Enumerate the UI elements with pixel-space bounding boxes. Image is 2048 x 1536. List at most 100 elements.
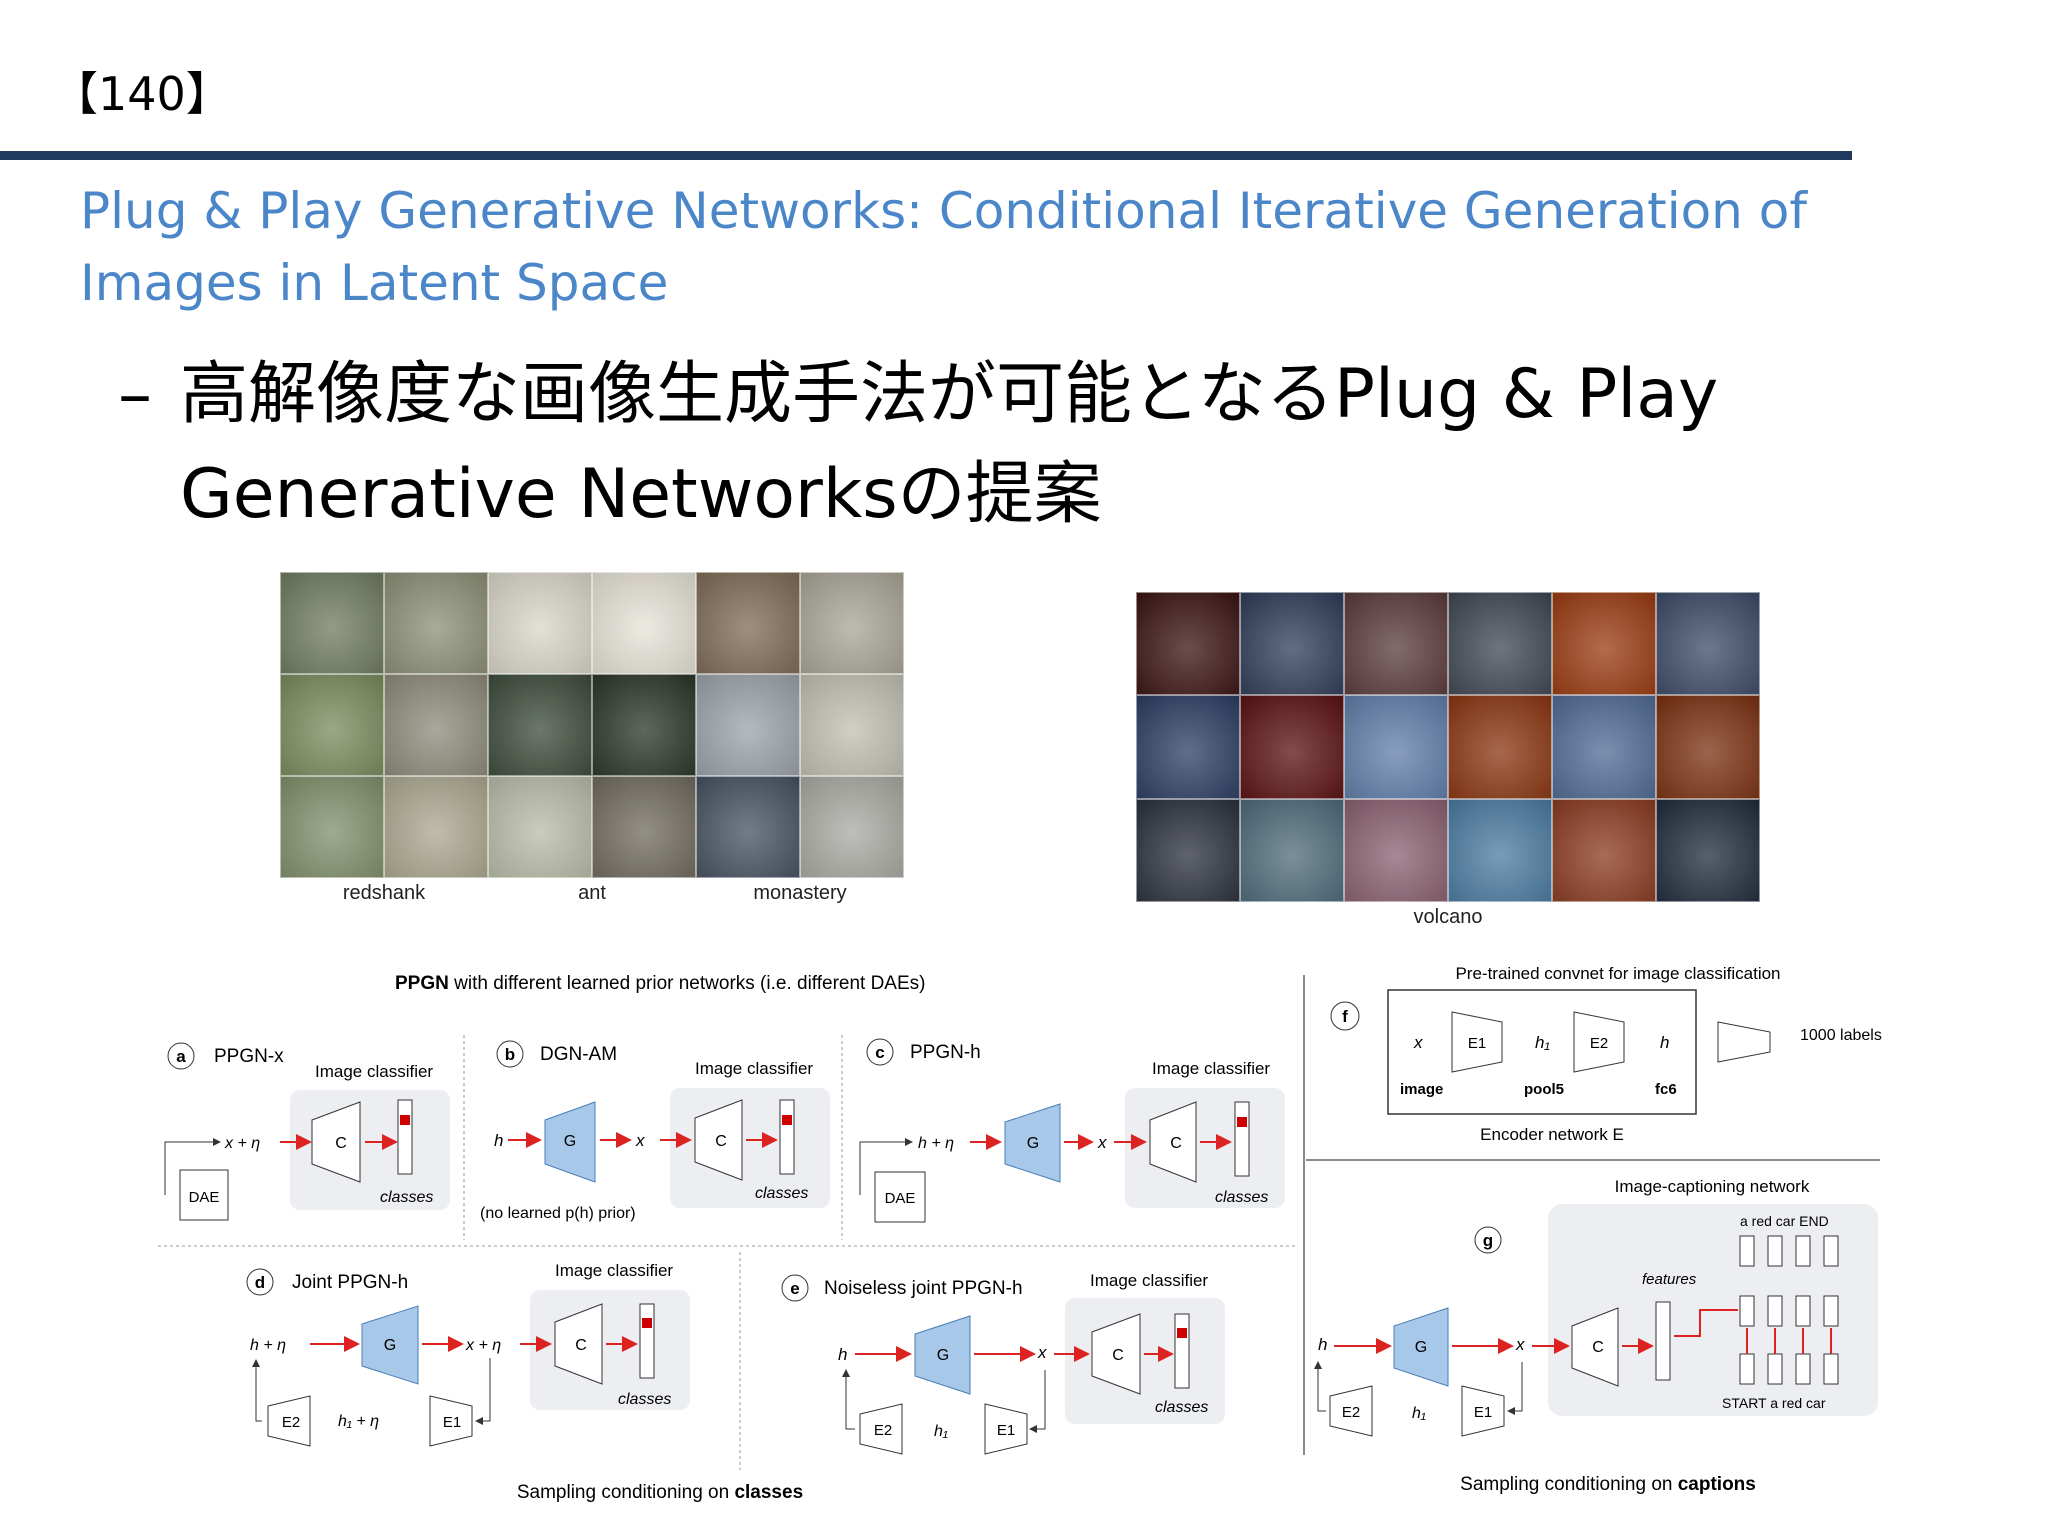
slide-number: 【140】	[52, 67, 232, 121]
svg-text:x: x	[1097, 1133, 1107, 1152]
sample-tile	[696, 776, 800, 878]
svg-text:x: x	[635, 1131, 645, 1150]
svg-text:classes: classes	[755, 1185, 808, 1202]
svg-text:classes: classes	[380, 1189, 433, 1206]
svg-text:Joint PPGN-h: Joint PPGN-h	[292, 1272, 408, 1293]
svg-text:START a red car: START a red car	[1722, 1395, 1826, 1411]
svg-text:classes: classes	[1215, 1189, 1268, 1206]
caption-captions: Sampling conditioning on captions	[1460, 1474, 1756, 1495]
lstm-cell	[1795, 1235, 1811, 1267]
svg-text:Encoder network E: Encoder network E	[1480, 1125, 1624, 1144]
caption-redshank: redshank	[342, 882, 426, 904]
svg-text:C: C	[1112, 1347, 1124, 1364]
svg-text:DGN-AM: DGN-AM	[540, 1044, 617, 1065]
sample-tile	[592, 674, 696, 776]
svg-text:C: C	[715, 1133, 727, 1150]
bullet-text: 高解像度な画像生成手法が可能となるPlug & Play Generative …	[180, 355, 1719, 534]
ppgn-architecture-figure: PPGN with different learned prior networ…	[158, 964, 1882, 1503]
panel-g: Image-captioning network g h G x C featu…	[1314, 1177, 1878, 1437]
lstm-cell	[1823, 1295, 1839, 1327]
svg-text:h: h	[838, 1345, 847, 1364]
sample-tile	[384, 572, 488, 674]
sample-tile	[592, 776, 696, 878]
sample-tile	[696, 674, 800, 776]
svg-text:Noiseless joint PPGN-h: Noiseless joint PPGN-h	[824, 1278, 1023, 1299]
sample-tile	[384, 776, 488, 878]
svg-text:x + η: x + η	[465, 1337, 501, 1354]
svg-text:f: f	[1342, 1007, 1348, 1026]
volcano-tile	[1240, 798, 1344, 902]
svg-text:Image classifier: Image classifier	[315, 1062, 433, 1081]
svg-text:Image classifier: Image classifier	[555, 1261, 673, 1280]
volcano-tile	[1344, 592, 1448, 696]
volcano-tile	[1448, 695, 1552, 799]
lstm-cell	[1795, 1353, 1811, 1385]
svg-text:E1: E1	[1474, 1404, 1492, 1421]
lstm-cell	[1739, 1353, 1755, 1385]
volcano-samples-image	[1136, 592, 1760, 902]
sample-tile	[280, 776, 384, 878]
svg-text:DAE: DAE	[189, 1189, 220, 1206]
svg-text:Image classifier: Image classifier	[1090, 1271, 1208, 1290]
svg-text:e: e	[790, 1279, 799, 1298]
svg-text:E2: E2	[1342, 1404, 1360, 1421]
caption-ant: ant	[578, 882, 606, 904]
volcano-tile	[1656, 798, 1760, 902]
svg-text:C: C	[335, 1135, 347, 1152]
sample-tile	[280, 674, 384, 776]
sample-tile	[696, 572, 800, 674]
volcano-tile	[1552, 695, 1656, 799]
svg-text:(no learned p(h) prior): (no learned p(h) prior)	[480, 1205, 636, 1222]
svg-text:Image classifier: Image classifier	[1152, 1059, 1270, 1078]
svg-text:Image-captioning network: Image-captioning network	[1615, 1177, 1810, 1196]
lstm-cell	[1767, 1353, 1783, 1385]
panel-d: d Joint PPGN-h Image classifier h + η G …	[246, 1261, 690, 1447]
panel-f: Pre-trained convnet for image classifica…	[1330, 964, 1882, 1144]
figure-top-heading: PPGN with different learned prior networ…	[395, 973, 925, 994]
sample-tile	[384, 674, 488, 776]
svg-text:classes: classes	[618, 1391, 671, 1408]
svg-text:G: G	[564, 1133, 576, 1150]
svg-text:a red car END: a red car END	[1740, 1213, 1829, 1229]
svg-text:h: h	[1660, 1033, 1669, 1052]
panel-e: e Noiseless joint PPGN-h Image classifie…	[781, 1271, 1225, 1455]
svg-text:h + η: h + η	[250, 1337, 286, 1354]
paper-title: Plug & Play Generative Networks: Conditi…	[80, 182, 1807, 312]
class-samples-image	[280, 572, 904, 878]
svg-text:G: G	[937, 1347, 949, 1364]
sample-tile	[592, 572, 696, 674]
svg-text:h₁: h₁	[1535, 1033, 1550, 1052]
svg-text:pool5: pool5	[1524, 1081, 1564, 1098]
svg-text:E1: E1	[1468, 1035, 1486, 1052]
svg-text:g: g	[1483, 1231, 1493, 1250]
panel-a: a PPGN-x Image classifier C classes x + …	[164, 1042, 450, 1221]
sample-tile	[488, 776, 592, 878]
svg-text:C: C	[1592, 1339, 1604, 1356]
svg-text:C: C	[575, 1337, 587, 1354]
volcano-tile	[1136, 592, 1240, 696]
svg-text:E2: E2	[282, 1414, 300, 1431]
volcano-tile	[1136, 798, 1240, 902]
lstm-cell	[1767, 1235, 1783, 1267]
sample-tile	[488, 572, 592, 674]
svg-text:h: h	[494, 1131, 503, 1150]
volcano-tile	[1656, 695, 1760, 799]
svg-text:Pre-trained convnet for image: Pre-trained convnet for image classifica…	[1455, 964, 1780, 983]
svg-text:image: image	[1400, 1081, 1443, 1098]
svg-text:Image classifier: Image classifier	[695, 1059, 813, 1078]
svg-text:DAE: DAE	[885, 1190, 916, 1207]
caption-classes: Sampling conditioning on classes	[517, 1482, 803, 1503]
svg-text:h₁: h₁	[934, 1423, 948, 1440]
volcano-tile	[1448, 798, 1552, 902]
svg-text:b: b	[505, 1045, 515, 1064]
title-divider	[0, 151, 1852, 160]
lstm-cell	[1767, 1295, 1783, 1327]
svg-text:features: features	[1642, 1271, 1697, 1288]
lstm-cell	[1739, 1235, 1755, 1267]
panel-b: b DGN-AM Image classifier h G x C classe…	[480, 1040, 830, 1222]
volcano-tile	[1552, 592, 1656, 696]
lstm-cell	[1795, 1295, 1811, 1327]
volcano-tile	[1240, 695, 1344, 799]
caption-volcano: volcano	[1413, 906, 1483, 928]
svg-text:h + η: h + η	[918, 1135, 954, 1152]
